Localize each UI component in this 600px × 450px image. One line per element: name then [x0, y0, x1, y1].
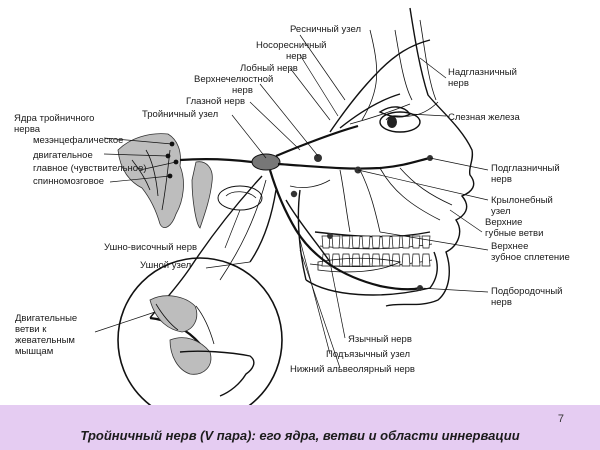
label-upper-labial-branches-line2: губные ветви [485, 228, 543, 239]
label-nasociliary-nerve: Носоресничный [256, 40, 327, 51]
label-nucleus-mesencephalic: мезэнцефалическое [33, 135, 123, 146]
lower-tooth [371, 253, 381, 267]
label-supraorbital-nerve-line2: нерв [448, 78, 469, 89]
label-lacrimal-gland: Слезная железа [448, 112, 520, 123]
label-upper-dental-plexus: Верхнее [491, 241, 528, 252]
trigeminal-nerve-diagram: Ресничный узел Носоресничный нерв Лобный… [14, 7, 570, 405]
upper-tooth [401, 235, 411, 249]
labels: Ресничный узел Носоресничный нерв Лобный… [14, 24, 570, 375]
face-profile [361, 7, 475, 307]
lower-tooth [401, 253, 411, 267]
lower-tooth [351, 253, 361, 267]
label-nasociliary-nerve-line2: нерв [286, 51, 307, 62]
upper-tooth [351, 235, 361, 249]
label-infraorbital-nerve-line2: нерв [491, 174, 512, 185]
label-nucleus-spinal: спинномозговое [33, 176, 104, 187]
upper-tooth [411, 235, 421, 249]
label-mental-nerve: Подбородочный [491, 286, 562, 297]
label-trigeminal-ganglion: Тройничный узел [142, 109, 218, 120]
label-nucleus-motor: двигательное [33, 150, 93, 161]
label-nucleus-main: главное (чувствительное) [33, 163, 147, 174]
nerve-trunks [149, 39, 453, 319]
upper-jaw [314, 231, 433, 250]
label-pterygopalatine-ganglion: Крылонебный [491, 195, 553, 206]
upper-tooth [341, 235, 351, 249]
upper-tooth [361, 235, 371, 249]
label-pterygopalatine-ganglion-line2: узел [491, 206, 511, 217]
label-motor-branches-line4: мышцам [15, 346, 53, 357]
label-auriculotemporal-nerve: Ушно-височный нерв [104, 242, 197, 253]
label-supraorbital-nerve: Надглазничный [448, 67, 517, 78]
upper-tooth [391, 235, 401, 249]
label-mental-nerve-line2: нерв [491, 297, 512, 308]
label-ophthalmic-nerve: Глазной нерв [186, 96, 245, 107]
leader-lines [94, 34, 489, 369]
label-motor-branches-line3: жевательным [15, 335, 75, 346]
small-ganglia [290, 154, 433, 291]
label-maxillary-nerve-line2: нерв [232, 85, 253, 96]
label-motor-branches-line2: ветви к [15, 324, 47, 335]
upper-tooth [421, 235, 431, 249]
label-nuclei-title: Ядра тройничного [14, 113, 94, 124]
label-maxillary-nerve: Верхнечелюстной [194, 74, 273, 85]
label-lingual-nerve: Язычный нерв [348, 334, 412, 345]
label-upper-dental-plexus-line2: зубное сплетение [491, 252, 570, 263]
upper-tooth [371, 235, 381, 249]
slide-number: 7 [557, 413, 564, 425]
upper-tooth [381, 235, 391, 249]
footer-band: 7 Тройничный нерв (V пара): его ядра, ве… [0, 405, 600, 450]
eye [379, 111, 421, 133]
upper-tooth [331, 235, 341, 249]
label-submandibular-ganglion: Подъязычный узел [326, 349, 410, 360]
lower-tooth [341, 253, 351, 267]
lower-tooth [331, 253, 341, 267]
label-ciliary-ganglion: Ресничный узел [290, 24, 361, 35]
lower-tooth [361, 253, 371, 267]
label-infraorbital-nerve: Подглазничный [491, 163, 560, 174]
brainstem [117, 133, 213, 229]
lower-tooth [411, 253, 421, 267]
trigeminal-ganglion [251, 153, 281, 171]
label-otic-ganglion: Ушной узел [140, 260, 191, 271]
tongue [317, 257, 402, 273]
label-inferior-alveolar-nerve: Нижний альвеолярный нерв [290, 364, 415, 375]
ear-region [217, 185, 263, 211]
label-upper-labial-branches: Верхние [485, 217, 522, 228]
label-frontal-nerve: Лобный нерв [240, 63, 298, 74]
slide-caption: Тройничный нерв (V пара): его ядра, ветв… [80, 428, 520, 443]
label-nuclei-title-line2: нерва [14, 124, 41, 135]
inset-circle [117, 257, 283, 405]
label-motor-branches: Двигательные [15, 313, 77, 324]
lower-tooth [421, 253, 431, 267]
lower-jaw [297, 189, 438, 296]
